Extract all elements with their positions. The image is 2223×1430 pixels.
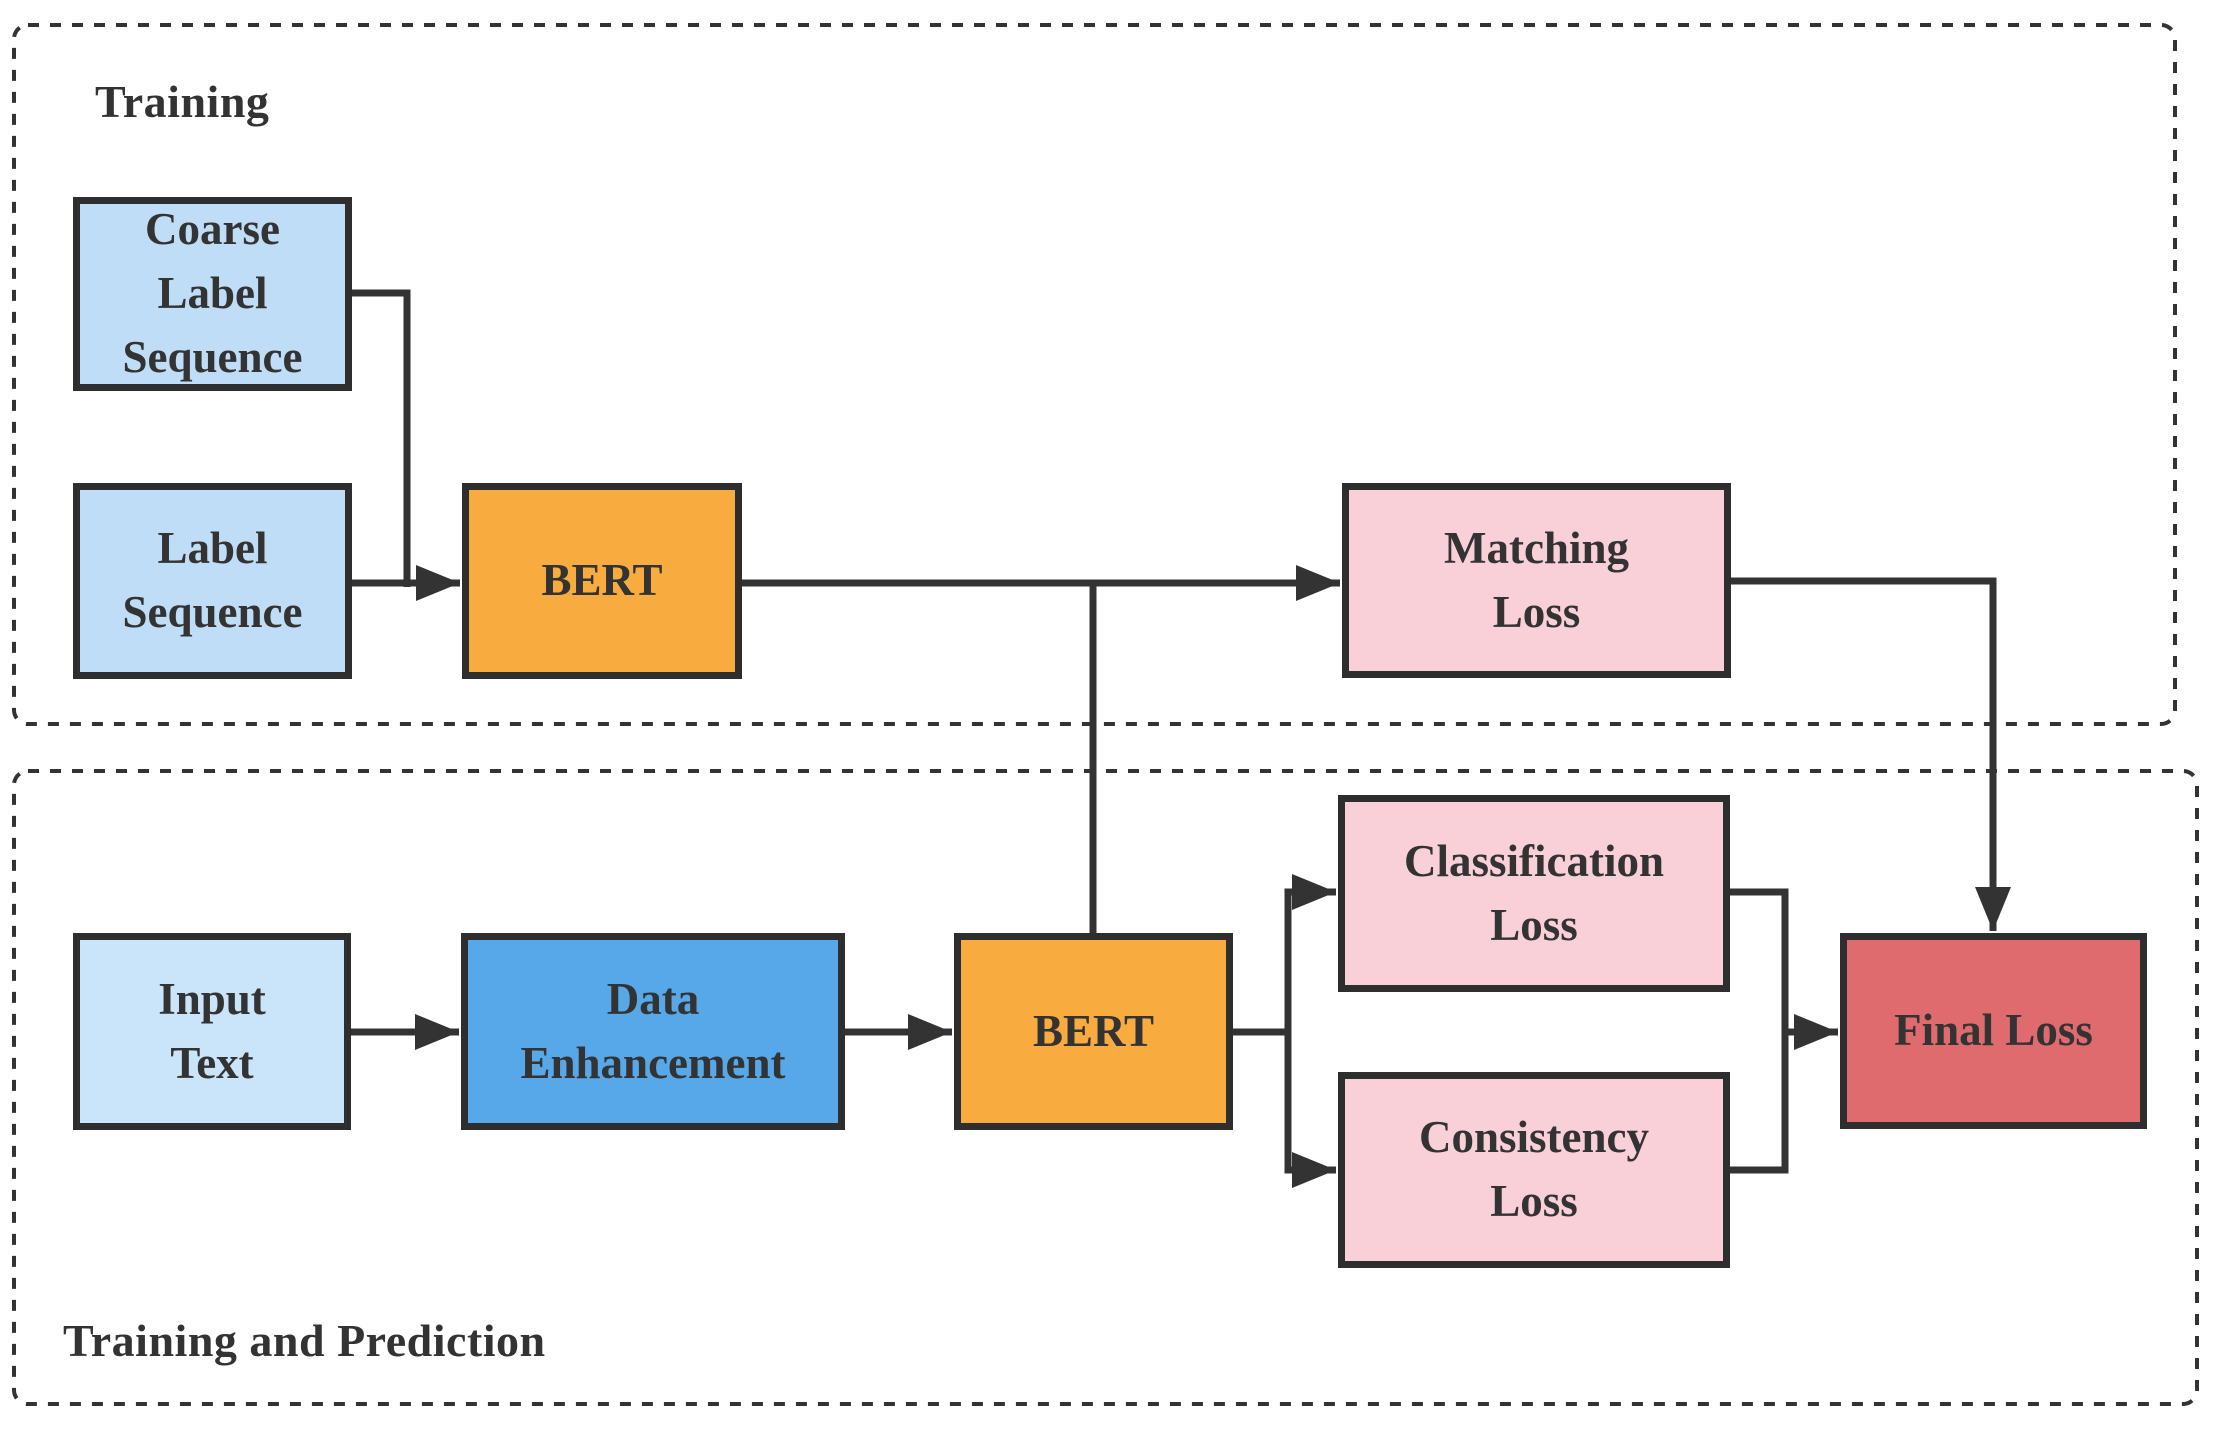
data-enhancement-node: Data Enhancement — [461, 933, 845, 1130]
edge-bert-to-classification-loss-arrow — [1233, 874, 1336, 1036]
edge-coarse-label-to-bert — [352, 289, 411, 587]
matching-loss-node: Matching Loss — [1342, 483, 1731, 678]
consistency-loss-node: Consistency Loss — [1338, 1072, 1730, 1268]
training-and-prediction-container-border — [12, 769, 2199, 1406]
bert-training-node: BERT — [462, 483, 742, 679]
edge-matching-loss-to-final-loss-arrow — [1731, 577, 2011, 931]
edge-classification-loss-to-final-loss-arrow — [1730, 888, 1838, 1050]
coarse-label-sequence-node: Coarse Label Sequence — [73, 197, 352, 391]
training-container-border — [12, 23, 2177, 726]
edge-bert-to-consistency-loss-arrow — [1284, 1032, 1336, 1188]
bert-prediction-node: BERT — [954, 933, 1233, 1130]
training-section-label: Training — [95, 76, 270, 127]
input-text-node: Input Text — [73, 933, 351, 1130]
edge-consistency-loss-to-merge — [1730, 1032, 1789, 1174]
training-and-prediction-section-label: Training and Prediction — [63, 1315, 546, 1366]
label-sequence-node: Label Sequence — [73, 483, 352, 679]
classification-loss-node: Classification Loss — [1338, 795, 1730, 992]
final-loss-node: Final Loss — [1840, 933, 2147, 1129]
